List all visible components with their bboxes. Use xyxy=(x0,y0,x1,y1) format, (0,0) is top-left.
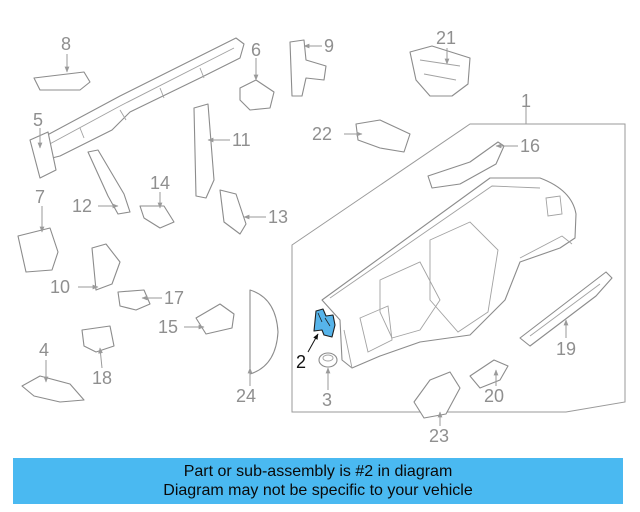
assembly-frame xyxy=(291,123,626,413)
callout-5: 5 xyxy=(33,110,43,130)
bracket-part-9[interactable] xyxy=(289,39,327,97)
callout-7: 7 xyxy=(35,187,45,207)
bracket-part-17[interactable] xyxy=(117,289,151,311)
callout-6: 6 xyxy=(251,40,261,60)
callout-4: 4 xyxy=(39,340,49,360)
callout-19: 19 xyxy=(556,339,576,359)
clip-part-14[interactable] xyxy=(139,205,175,229)
parts-diagram: 1 2 3 4 5 6 7 8 9 10 11 12 13 14 15 16 1… xyxy=(17,28,626,446)
callout-10: 10 xyxy=(50,277,70,297)
bracket-part-8[interactable] xyxy=(33,71,91,91)
bracket-part-10[interactable] xyxy=(91,243,121,291)
info-banner: Part or sub-assembly is #2 in diagram Di… xyxy=(13,458,623,504)
leader-part-2 xyxy=(307,333,319,353)
banner-line-1: Part or sub-assembly is #2 in diagram xyxy=(183,463,453,480)
duct-part-16[interactable] xyxy=(427,141,505,189)
callout-23: 23 xyxy=(429,426,449,446)
bracket-part-15[interactable] xyxy=(195,303,235,335)
highlighted-bracket-part-2[interactable] xyxy=(313,308,336,338)
bracket-part-21[interactable] xyxy=(409,45,471,97)
callout-numbers: 1 2 3 4 5 6 7 8 9 10 11 12 13 14 15 16 1… xyxy=(33,28,576,446)
mount-part-6[interactable] xyxy=(239,79,275,111)
pillar-bracket-part-11[interactable] xyxy=(193,103,215,199)
callout-13: 13 xyxy=(268,207,288,227)
callout-20: 20 xyxy=(484,386,504,406)
leader-lines xyxy=(37,43,569,426)
callout-18: 18 xyxy=(92,368,112,388)
bracket-part-23[interactable] xyxy=(413,371,461,419)
callout-15: 15 xyxy=(158,317,178,337)
callout-9: 9 xyxy=(324,36,334,56)
callout-1: 1 xyxy=(521,91,531,111)
callout-17: 17 xyxy=(164,288,184,308)
bracket-part-4[interactable] xyxy=(21,375,85,403)
bracket-part-22[interactable] xyxy=(355,119,411,153)
callout-11: 11 xyxy=(232,130,251,150)
callout-16: 16 xyxy=(520,136,540,156)
banner-line-2: Diagram may not be specific to your vehi… xyxy=(163,482,473,499)
callout-24: 24 xyxy=(236,386,256,406)
shield-part-24[interactable] xyxy=(249,289,279,375)
callout-2: 2 xyxy=(296,352,306,372)
bracket-part-13[interactable] xyxy=(219,189,247,235)
instrument-panel[interactable] xyxy=(321,177,577,369)
callout-8: 8 xyxy=(61,34,71,54)
bracket-part-20[interactable] xyxy=(469,359,509,389)
bracket-part-18[interactable] xyxy=(81,325,115,353)
grommet-part-3[interactable] xyxy=(318,352,338,368)
callout-12: 12 xyxy=(72,196,92,216)
cross-car-beam[interactable] xyxy=(29,37,245,179)
callout-21: 21 xyxy=(436,28,456,48)
callout-22: 22 xyxy=(312,124,332,144)
callout-14: 14 xyxy=(150,173,170,193)
callout-3: 3 xyxy=(322,390,332,410)
brace-part-12[interactable] xyxy=(87,149,131,215)
bracket-part-7[interactable] xyxy=(17,227,59,273)
